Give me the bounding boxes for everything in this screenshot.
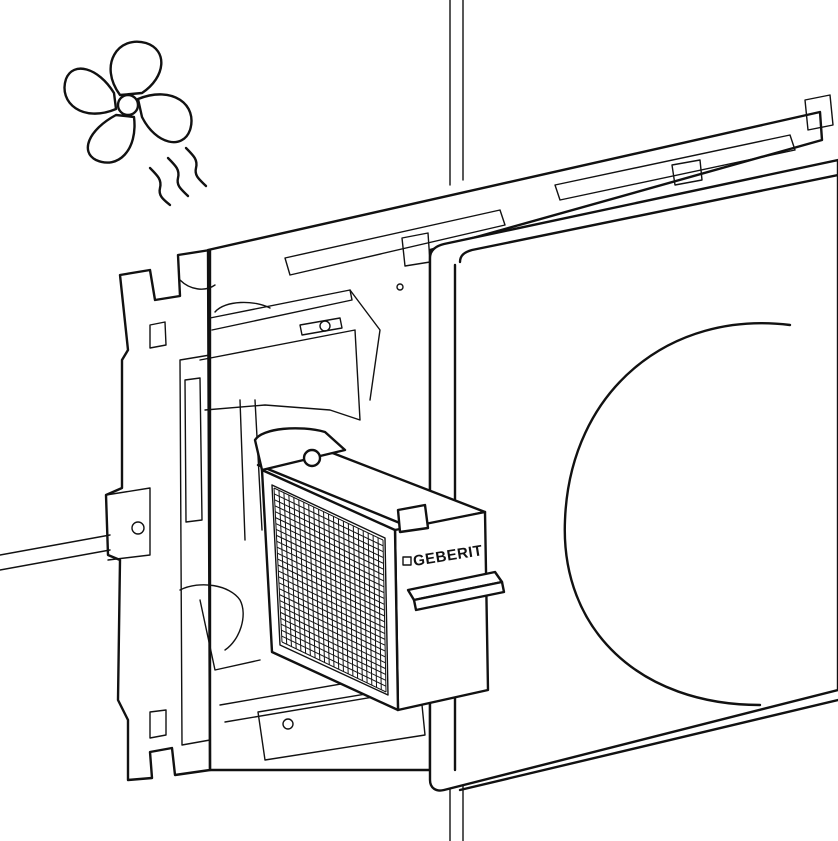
filter-cartridge: GEBERIT [253, 427, 506, 712]
airflow-icon [148, 146, 208, 207]
filter-grid [273, 487, 387, 693]
filter-grid-line [279, 594, 386, 646]
filter-grid-line [281, 629, 386, 681]
filter-grid-line [273, 487, 384, 541]
filter-grid-line [275, 529, 385, 582]
filter-grid-line [275, 511, 384, 564]
filter-grid-line [277, 552, 385, 605]
filter-grid-line [279, 588, 386, 640]
filter-grid-line [274, 505, 384, 558]
cover-plate [428, 158, 838, 792]
filter-grid-line [279, 606, 386, 658]
filter-grid-line [276, 534, 385, 588]
fan-icon [63, 40, 193, 164]
filter-grid-line [277, 558, 385, 611]
filter-grid-line [280, 611, 386, 664]
filter-grid-line [276, 540, 385, 594]
filter-grid-line [276, 546, 385, 599]
filter-grid-line [274, 493, 384, 547]
wall-tile-lines [0, 0, 464, 841]
filter-grid-line [278, 582, 386, 634]
filter-grid-line [281, 635, 387, 687]
filter-grid-line [280, 617, 386, 670]
filter-grid-line [277, 564, 385, 617]
filter-grid-line [278, 570, 385, 623]
filter-grid-line [278, 576, 385, 629]
filter-grid-line [275, 517, 384, 570]
filter-grid-line [275, 523, 384, 576]
filter-grid-line [274, 499, 384, 553]
filter-grid-line [279, 600, 386, 652]
filter-grid-line [280, 623, 386, 675]
filter-grid-line [281, 641, 387, 693]
